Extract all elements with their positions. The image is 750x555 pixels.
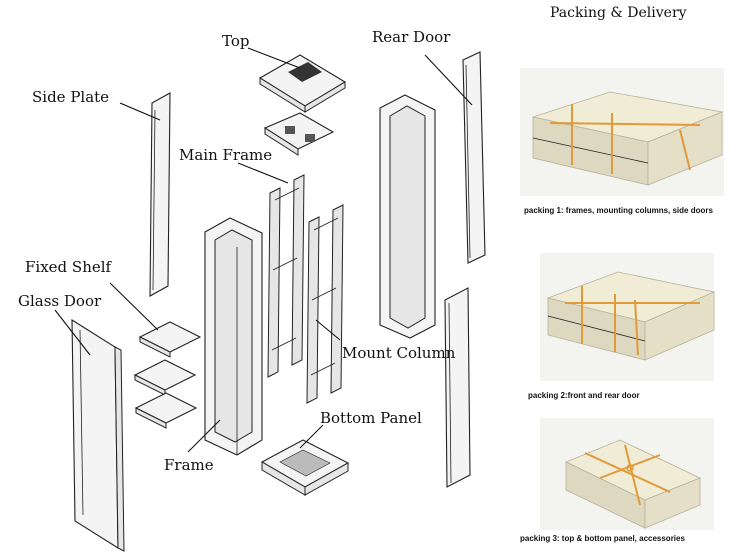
- fixed-shelves-part: [133, 321, 202, 429]
- bottom-panel-part: [260, 439, 350, 496]
- leader-glass-door: [54, 309, 91, 356]
- leader-frame: [187, 419, 221, 453]
- label-rear-door: Rear Door: [372, 28, 451, 46]
- label-main-frame: Main Frame: [179, 146, 272, 164]
- side-door-part: [444, 287, 471, 488]
- packing-2-caption: packing 2:front and rear door: [528, 391, 640, 400]
- leader-rear-door: [424, 54, 473, 106]
- packing-1-caption: packing 1: frames, mounting columns, sid…: [524, 206, 713, 215]
- leader-main-frame: [237, 162, 289, 184]
- top-panel-part: [258, 54, 347, 113]
- label-glass-door: Glass Door: [18, 292, 102, 310]
- leader-mount-column: [315, 319, 341, 341]
- frame-part: [204, 217, 263, 456]
- label-bottom-panel: Bottom Panel: [320, 409, 422, 427]
- label-fixed-shelf: Fixed Shelf: [25, 258, 113, 276]
- label-frame: Frame: [164, 456, 214, 474]
- glass-door-part: [71, 318, 125, 552]
- packing-2-photo: [540, 253, 716, 381]
- label-mount-column: Mount Column: [342, 344, 456, 362]
- side-plate-part: [149, 92, 171, 297]
- leader-bottom-panel: [299, 424, 324, 449]
- packing-3-caption: packing 3: top & bottom panel, accessori…: [520, 534, 685, 543]
- rear-frame-part: [379, 94, 436, 339]
- packing-1-photo: [520, 68, 724, 196]
- top-accessory-part: [263, 112, 335, 156]
- mount-column-part: [306, 204, 344, 404]
- packing-delivery-heading: Packing & Delivery: [550, 5, 687, 21]
- packing-3-photo: [540, 418, 714, 530]
- leader-fixed-shelf: [109, 282, 159, 331]
- main-frame-part: [267, 174, 305, 378]
- leader-side-plate: [119, 102, 161, 121]
- label-top: Top: [222, 32, 249, 50]
- label-side-plate: Side Plate: [32, 88, 109, 106]
- leader-top: [247, 47, 301, 69]
- rear-door-part: [462, 51, 486, 264]
